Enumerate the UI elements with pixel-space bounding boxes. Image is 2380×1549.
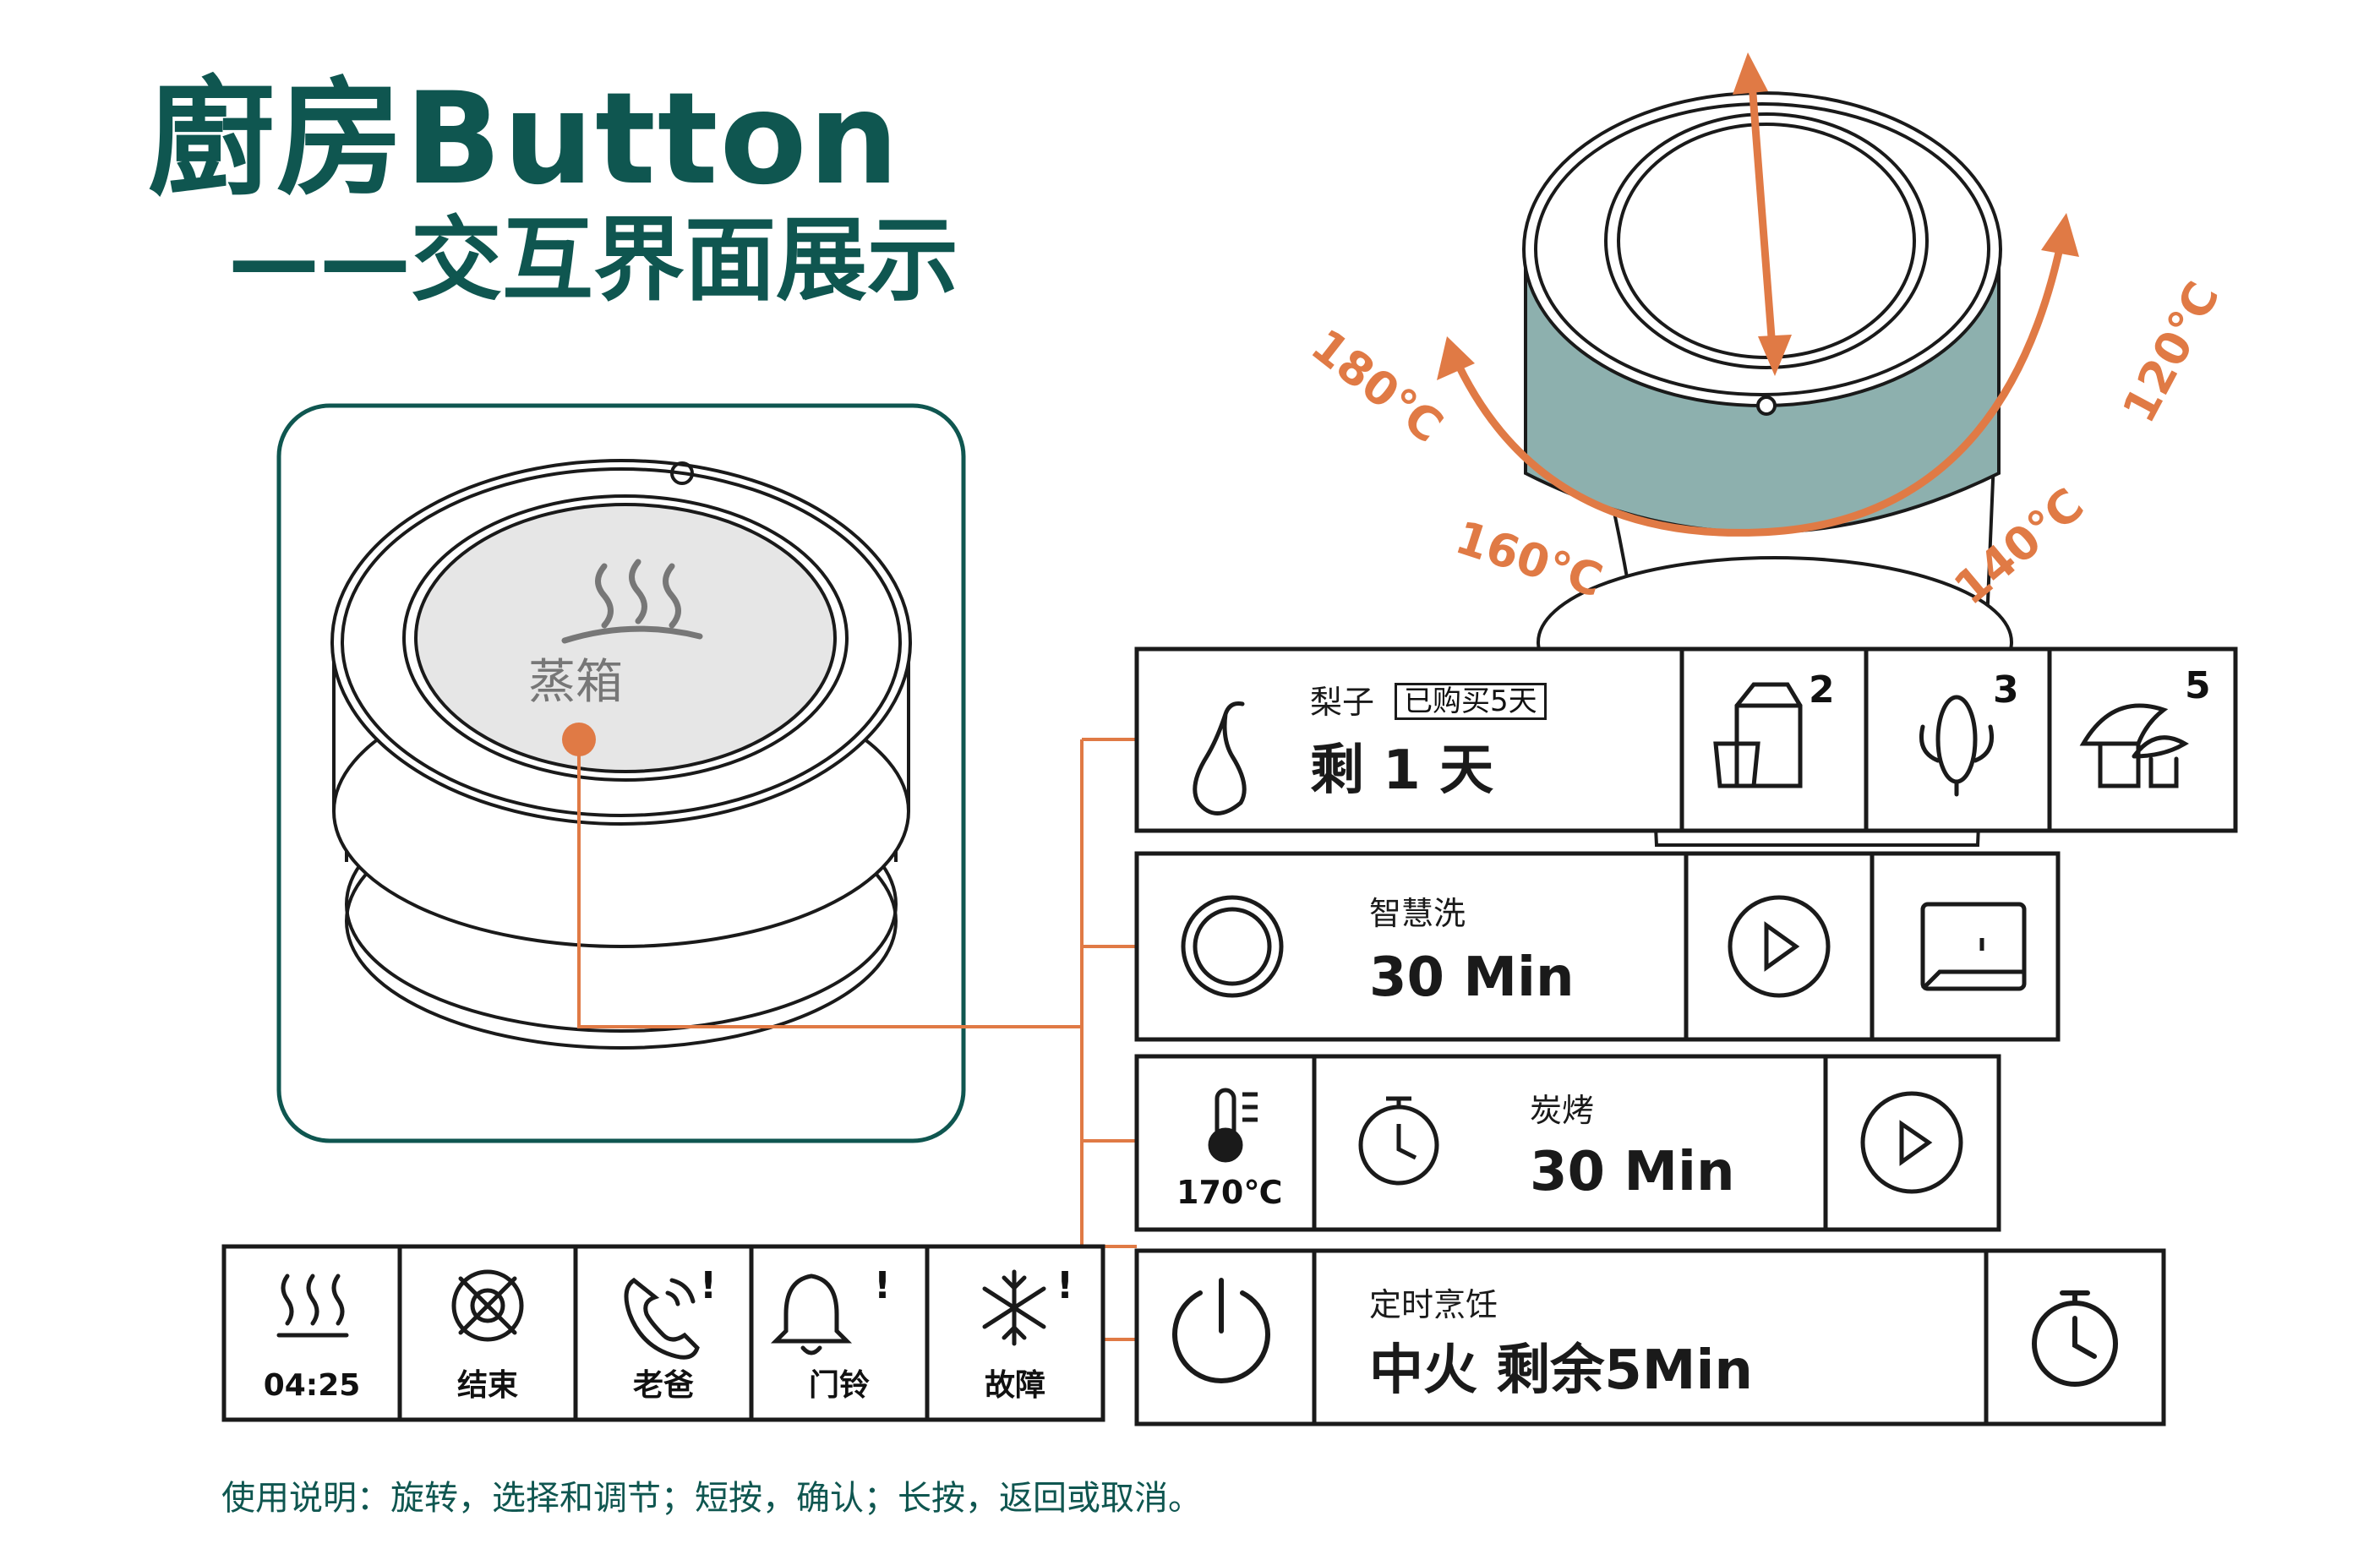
page-subtitle: ——交互界面展示	[228, 208, 959, 314]
corn-count: 3	[1993, 668, 2019, 712]
page-title: 廚房Button	[148, 66, 901, 213]
wash-cycle-icon	[1181, 895, 1284, 998]
burner-off-icon	[451, 1269, 524, 1342]
door-icon	[1920, 902, 2027, 991]
phone-icon	[624, 1277, 700, 1360]
grill-label: 炭烤	[1530, 1092, 1595, 1129]
pear-icon	[1193, 701, 1247, 815]
food-name: 梨子	[1310, 684, 1375, 721]
status-label-time: 04:25	[263, 1368, 361, 1403]
usage-instruction: 使用说明：旋转，选择和调节；短按，确认；长按，返回或取消。	[221, 1479, 1202, 1518]
wash-label: 智慧洗	[1369, 895, 1466, 932]
mushroom-icon	[2079, 703, 2189, 788]
alert-mark: !	[1056, 1264, 1074, 1307]
connector-lines	[577, 738, 1137, 1341]
panel-grill	[1134, 1054, 2001, 1232]
panel-food	[1134, 646, 2238, 833]
alert-mark: !	[700, 1264, 718, 1307]
thermometer-icon	[1208, 1088, 1258, 1163]
device-card	[276, 403, 966, 1143]
grill-time: 30 Min	[1530, 1141, 1735, 1203]
rotate-arrows	[1449, 68, 2066, 537]
stopwatch-icon	[1358, 1096, 1439, 1186]
steam-icon	[561, 559, 703, 644]
steam-icon	[276, 1274, 349, 1338]
arrow-heads	[1437, 52, 2079, 380]
timer-label: 定时烹饪	[1369, 1286, 1498, 1323]
status-label-doorbell: 门铃	[808, 1368, 870, 1403]
knob-illustration	[330, 459, 912, 1050]
timer-icon	[2032, 1290, 2118, 1387]
panel-wash	[1134, 851, 2061, 1042]
play-button-icon	[1728, 895, 1831, 998]
panel-timer	[1134, 1248, 2166, 1426]
grill-temp: 170℃	[1176, 1174, 1283, 1211]
milk-carton-icon	[1713, 682, 1803, 788]
status-label-fault: 故障	[984, 1368, 1045, 1403]
alert-mark: !	[874, 1264, 892, 1307]
device-label: 蒸箱	[528, 655, 623, 710]
milk-count: 2	[1809, 668, 1835, 712]
mushroom-count: 5	[2185, 664, 2211, 707]
bell-icon	[770, 1274, 853, 1355]
remaining-days: 剩 1 天	[1310, 739, 1494, 802]
status-label-call: 老爸	[632, 1368, 694, 1403]
status-label-end: 结束	[456, 1368, 518, 1403]
wash-time: 30 Min	[1369, 946, 1575, 1009]
power-icon	[1172, 1278, 1270, 1383]
timer-value: 中火 剩余5Min	[1369, 1339, 1753, 1402]
play-button-icon	[1860, 1091, 1963, 1194]
snowflake-icon	[982, 1269, 1046, 1346]
purchased-badge: 已购买5天	[1395, 683, 1547, 720]
corn-icon	[1919, 695, 1994, 797]
